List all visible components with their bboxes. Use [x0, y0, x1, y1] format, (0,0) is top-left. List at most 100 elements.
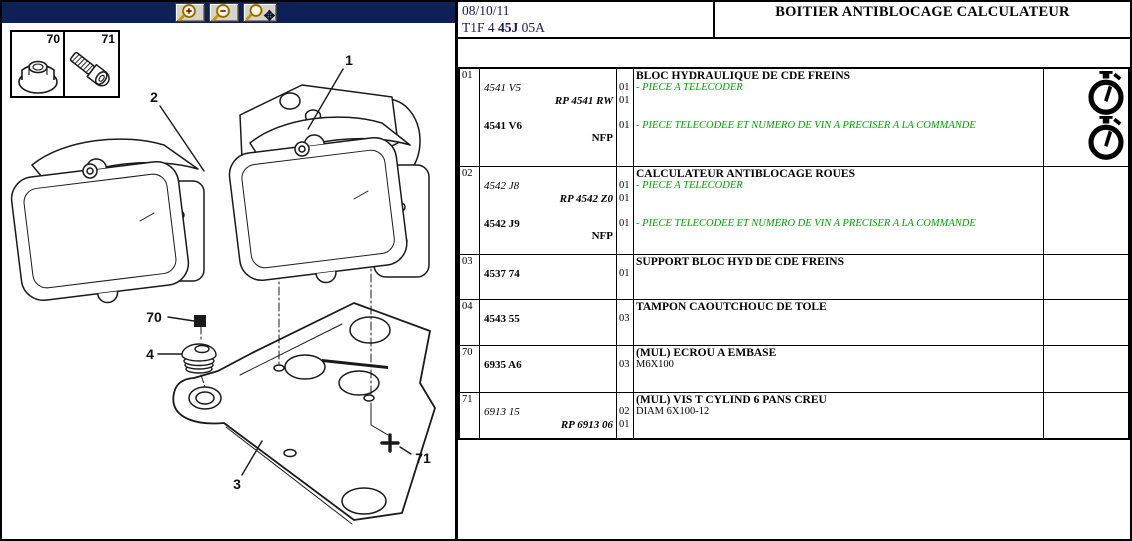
table-line: 03	[619, 313, 630, 325]
legend-item-70: 70	[12, 32, 65, 96]
table-line: (MUL) ECROU A EMBASE	[636, 347, 777, 359]
panel-divider	[455, 2, 458, 539]
page-title: BOITIER ANTIBLOCAGE CALCULATEUR	[775, 4, 1070, 20]
bolt-position-marker	[380, 433, 400, 453]
table-line: 01	[619, 217, 630, 229]
table-line: 6935 A6	[484, 359, 522, 372]
table-line: RP 4541 RW	[554, 94, 613, 107]
table-line: TAMPON CAOUTCHOUC DE TOLE	[636, 301, 827, 313]
table-line: SUPPORT BLOC HYD DE CDE FREINS	[636, 256, 845, 268]
table-line: 01	[619, 94, 630, 106]
description-cell: CALCULATEUR ANTIBLOCAGE ROUES- PIECE A T…	[634, 167, 1044, 254]
stopwatch-icon[interactable]	[1087, 116, 1125, 161]
table-line: M6X100	[636, 359, 674, 371]
row-icons-cell	[1044, 346, 1128, 392]
legend-number: 70	[46, 32, 60, 46]
callout-1: 1	[345, 52, 353, 68]
page-title-cell: BOITIER ANTIBLOCAGE CALCULATEUR	[715, 2, 1130, 37]
table-line: 01	[619, 82, 630, 94]
flange-nut-icon	[18, 60, 58, 94]
description-cell: BLOC HYDRAULIQUE DE CDE FREINS- PIECE A …	[634, 69, 1044, 166]
zoom-out-button[interactable]	[209, 3, 239, 22]
quantity-cell: 03	[617, 300, 634, 345]
magnifier-plus-icon	[178, 4, 197, 21]
table-line: 01	[619, 180, 630, 192]
part-number-cell: 6935 A6	[480, 346, 617, 392]
table-line: 01	[619, 268, 630, 280]
callout-70: 70	[146, 309, 162, 325]
table-line: (MUL) VIS T CYLIND 6 PANS CREU	[636, 394, 827, 406]
table-line: - PIECE TELECODEE ET NUMERO DE VIN A PRE…	[636, 119, 976, 131]
table-line: - PIECE A TELECODER	[636, 180, 743, 192]
row-ref-cell: 02	[460, 167, 480, 254]
table-line: 01	[619, 119, 630, 131]
row-ref-cell: 04	[460, 300, 480, 345]
figure-code: T1F 4 45J 05A	[462, 19, 545, 35]
table-line: 4537 74	[484, 268, 520, 281]
row-icons-cell	[1044, 393, 1128, 438]
table-line: RP 6913 06	[560, 418, 613, 431]
row-icons-cell	[1044, 255, 1128, 299]
table-line: 03	[619, 359, 630, 371]
magnifier-minus-icon	[212, 4, 231, 21]
quantity-cell: 03	[617, 346, 634, 392]
socket-head-bolt-icon	[69, 51, 110, 87]
row-ref-cell: 71	[460, 393, 480, 438]
centerlines	[200, 257, 372, 395]
rubber-pad-drawing	[181, 343, 217, 374]
table-line: 4543 55	[484, 313, 520, 326]
part-number-cell: 4543 55	[480, 300, 617, 345]
page-header: 08/10/11 T1F 4 45J 05A BOITIER ANTIBLOCA…	[458, 2, 1130, 39]
zoom-in-button[interactable]	[175, 3, 205, 22]
legend-item-71: 71	[65, 32, 118, 96]
table-row: 03 4537 74 01 SUPPORT BLOC HYD DE CDE FRE…	[460, 255, 1128, 300]
table-line: 01	[619, 192, 630, 204]
part-number-cell: 4537 74	[480, 255, 617, 299]
table-line: 02	[619, 406, 630, 418]
table-line: 6913 15	[484, 406, 520, 419]
table-line: NFP	[591, 131, 613, 144]
table-line: BLOC HYDRAULIQUE DE CDE FREINS	[636, 70, 851, 82]
table-line: 4541 V5	[484, 82, 521, 95]
table-line: RP 4542 Z0	[559, 192, 613, 205]
bracket-drawing	[172, 302, 436, 525]
parts-list-panel: 08/10/11 T1F 4 45J 05A BOITIER ANTIBLOCA…	[458, 2, 1130, 539]
legend-number: 71	[101, 32, 115, 46]
callout-2: 2	[150, 89, 158, 105]
quantity-cell: 01	[617, 255, 634, 299]
part-number-cell: 4541 V5 RP 4541 RW 4541 V6 NFP	[480, 69, 617, 166]
description-cell: SUPPORT BLOC HYD DE CDE FREINS	[634, 255, 1044, 299]
ecu-unit-drawing	[10, 138, 205, 304]
catalog-reference-block: 08/10/11 T1F 4 45J 05A	[458, 2, 715, 37]
table-line: NFP	[591, 229, 613, 242]
callout-3: 3	[233, 476, 241, 492]
table-line: CALCULATEUR ANTIBLOCAGE ROUES	[636, 168, 855, 180]
row-ref-cell: 70	[460, 346, 480, 392]
callout-71: 71	[415, 450, 431, 466]
description-cell: TAMPON CAOUTCHOUC DE TOLE	[634, 300, 1044, 345]
row-ref-cell: 03	[460, 255, 480, 299]
row-icons-cell	[1044, 69, 1128, 166]
part-number-cell: 6913 15 RP 6913 06	[480, 393, 617, 438]
table-row: 04 4543 55 03 TAMPON CAOUTCHOUC DE TOLE	[460, 300, 1128, 346]
zoom-pan-button[interactable]	[243, 3, 277, 22]
stopwatch-icon[interactable]	[1087, 71, 1125, 116]
table-line: 4542 J9	[484, 217, 520, 230]
row-ref-cell: 01	[460, 69, 480, 166]
table-line: - PIECE A TELECODER	[636, 82, 743, 94]
catalog-date: 08/10/11	[462, 3, 510, 18]
table-line: 4541 V6	[484, 119, 522, 132]
table-line: DIAM 6X100-12	[636, 406, 710, 418]
